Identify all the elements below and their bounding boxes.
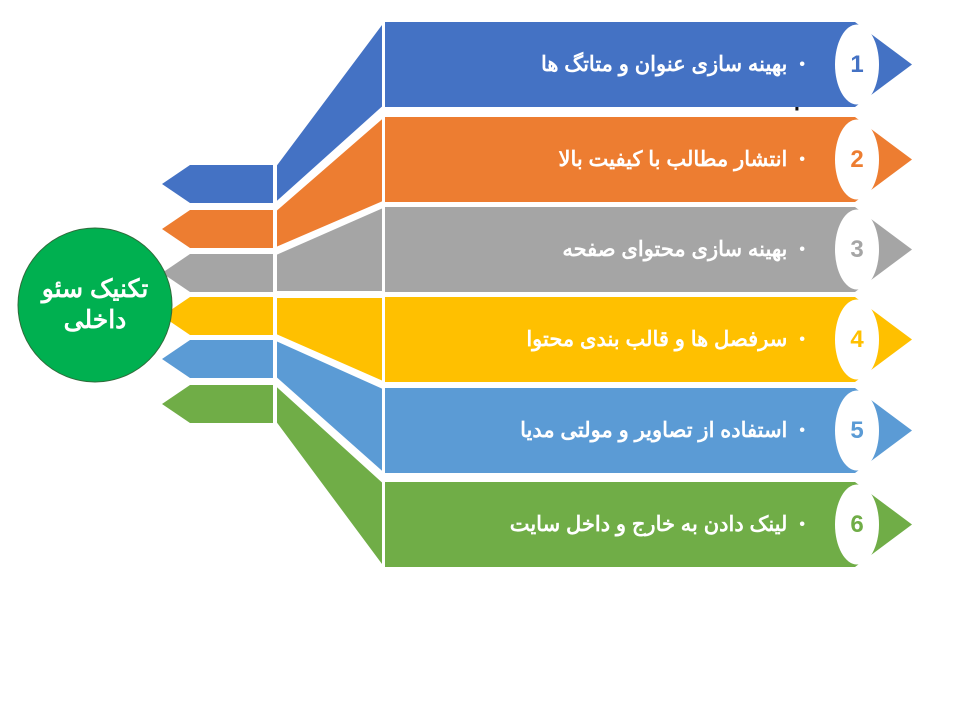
bullet-icon: • <box>799 515 805 533</box>
right-arrow-band <box>385 297 912 382</box>
item-number: 1 <box>850 50 864 78</box>
item-number: 2 <box>850 145 864 173</box>
connector-band <box>275 296 384 384</box>
bullet-icon: • <box>799 55 805 73</box>
item-label: • بهینه سازی عنوان و متاتگ ها <box>425 22 805 107</box>
item-text: انتشار مطالب با کیفیت بالا <box>558 148 788 171</box>
item-number: 5 <box>850 416 864 444</box>
item-label: • انتشار مطالب با کیفیت بالا <box>425 117 805 202</box>
item-label: • سرفصل ها و قالب بندی محتوا <box>425 297 805 382</box>
connector-band <box>275 338 384 476</box>
bullet-icon: • <box>799 150 805 168</box>
bullet-icon: • <box>799 421 805 439</box>
number-badge <box>835 119 879 200</box>
number-badge <box>835 24 879 105</box>
item-label: • لینک دادن به خارج و داخل سایت <box>425 482 805 567</box>
left-arrow-band <box>162 340 273 378</box>
bullet-icon: • <box>799 240 805 258</box>
left-arrow-band <box>162 165 273 203</box>
item-number: 6 <box>850 510 864 538</box>
right-arrow-band <box>385 117 912 202</box>
right-arrow-band <box>385 482 912 567</box>
right-arrow-band <box>385 22 912 107</box>
connector-band <box>275 18 384 206</box>
right-arrow-band <box>385 207 912 292</box>
item-text: لینک دادن به خارج و داخل سایت <box>509 513 788 536</box>
connector-band <box>275 114 384 250</box>
right-arrow-band <box>385 388 912 473</box>
left-arrow-band <box>162 210 273 248</box>
item-number: 3 <box>850 235 864 263</box>
item-text: استفاده از تصاویر و مولتی مدیا <box>520 419 788 442</box>
left-arrow-band <box>162 385 273 423</box>
connector-band <box>275 205 384 293</box>
center-label: تکنیک سئو داخلی <box>41 275 149 334</box>
item-label: • استفاده از تصاویر و مولتی مدیا <box>425 388 805 473</box>
item-text: سرفصل ها و قالب بندی محتوا <box>526 328 788 351</box>
item-text: بهینه سازی عنوان و متاتگ ها <box>540 53 788 76</box>
center-circle <box>17 227 173 383</box>
number-badge <box>835 390 879 471</box>
number-badge <box>835 484 879 565</box>
item-number: 4 <box>850 325 864 353</box>
number-badge <box>835 299 879 380</box>
connector-band <box>275 382 384 571</box>
item-label: • بهینه سازی محتوای صفحه <box>425 207 805 292</box>
bullet-icon: • <box>799 330 805 348</box>
left-arrow-band <box>162 297 273 335</box>
number-badge <box>835 209 879 290</box>
item-text: بهینه سازی محتوای صفحه <box>562 238 788 261</box>
left-arrow-band <box>162 254 273 292</box>
